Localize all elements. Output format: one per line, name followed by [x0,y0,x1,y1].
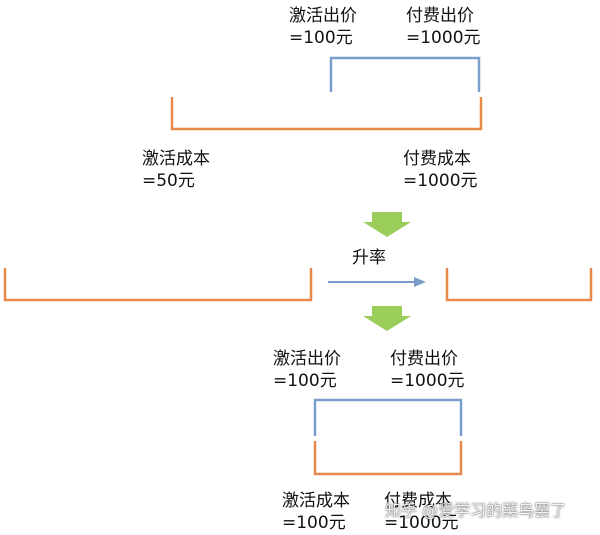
top-activation-bid-label: 激活出价 =100元 [289,5,357,49]
zhihu-watermark: 知乎 @爱学习的菜鸟罢了 [385,501,567,520]
top-pay-bid-title: 付费出价 [406,6,474,26]
top-bid-bracket [329,56,481,92]
rise-arrow-head [414,277,426,287]
bottom-pay-bid-value: =1000元 [390,371,465,391]
top-cost-bracket [170,97,483,131]
bottom-activation-cost-title: 激活成本 [282,491,350,511]
bottom-cost-bracket [313,441,463,476]
top-activation-bid-title: 激活出价 [289,6,357,26]
bottom-activation-bid-label: 激活出价 =100元 [273,348,341,392]
top-activation-cost-label: 激活成本 =50元 [142,148,210,192]
bottom-pay-cost-title: 付费成本 [384,491,452,511]
down-arrow-2 [363,306,411,331]
bottom-activation-cost-value: =100元 [282,513,346,533]
middle-left-bracket [3,268,313,302]
top-pay-cost-title: 付费成本 [403,149,471,169]
bottom-pay-bid-title: 付费出价 [390,349,458,369]
bottom-pay-cost-value: =1000元 [384,513,459,533]
bottom-pay-bid-label: 付费出价 =1000元 [390,348,465,392]
top-pay-cost-label: 付费成本 =1000元 [403,148,478,192]
bottom-activation-cost-label: 激活成本 =100元 [282,490,350,534]
down-arrow-1 [363,212,411,237]
top-activation-cost-title: 激活成本 [142,149,210,169]
top-pay-bid-value: =1000元 [406,28,481,48]
top-pay-cost-value: =1000元 [403,171,478,191]
top-activation-cost-value: =50元 [142,171,195,191]
top-pay-bid-label: 付费出价 =1000元 [406,5,481,49]
bottom-pay-cost-label: 付费成本 =1000元 [384,490,459,534]
bottom-activation-bid-title: 激活出价 [273,349,341,369]
top-activation-bid-value: =100元 [289,28,353,48]
rise-arrow-label: 升率 [352,248,386,268]
middle-right-bracket [445,268,593,302]
bottom-bid-bracket [313,398,463,436]
bottom-activation-bid-value: =100元 [273,371,337,391]
